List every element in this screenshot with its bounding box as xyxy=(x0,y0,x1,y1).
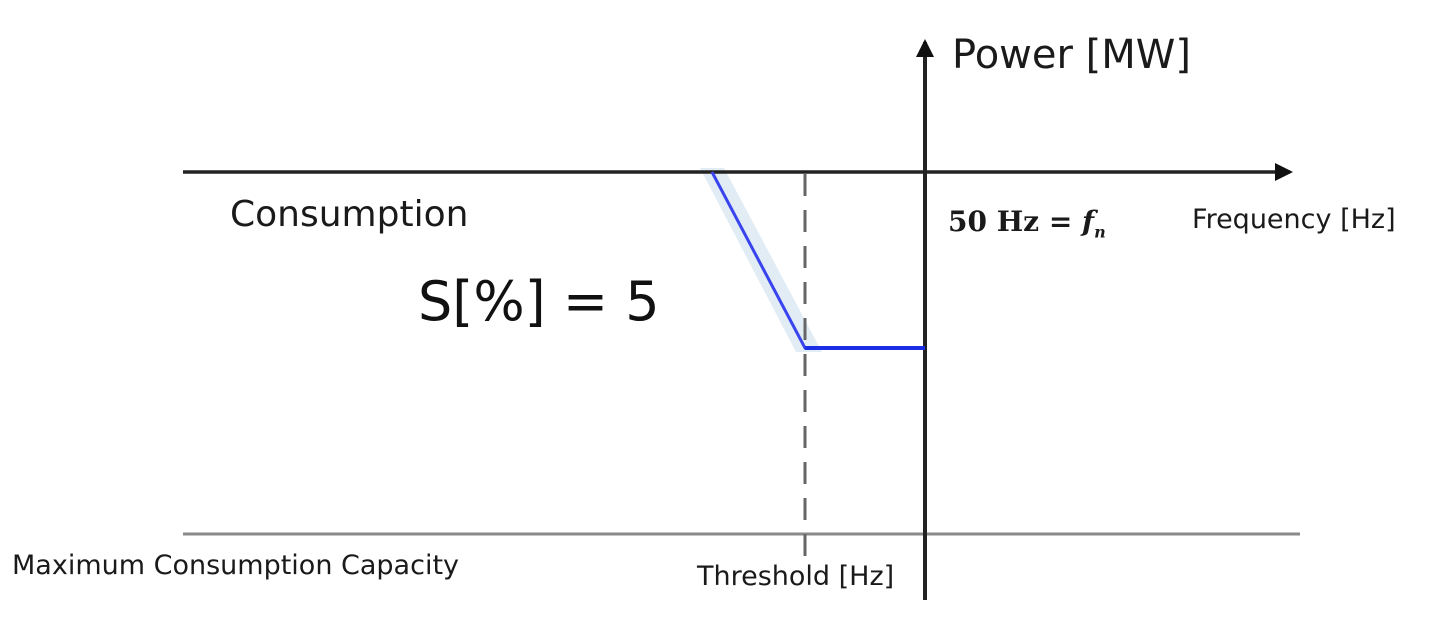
nominal-frequency-label: 50 Hz = fn xyxy=(948,205,1106,242)
droop-curve xyxy=(710,171,925,350)
nominal-frequency-symbol: f xyxy=(1082,205,1095,238)
x-axis-label: Frequency [Hz] xyxy=(1192,204,1396,235)
consumption-label: Consumption xyxy=(230,194,469,235)
threshold-label: Threshold [Hz] xyxy=(697,561,895,592)
slope-highlight xyxy=(700,168,822,352)
droop-label: S[%] = 5 xyxy=(418,270,660,333)
max-capacity-label: Maximum Consumption Capacity xyxy=(12,550,460,581)
nominal-frequency-text: 50 Hz = xyxy=(948,205,1083,238)
y-axis-label: Power [MW] xyxy=(952,32,1191,78)
nominal-frequency-subscript: n xyxy=(1094,222,1106,242)
